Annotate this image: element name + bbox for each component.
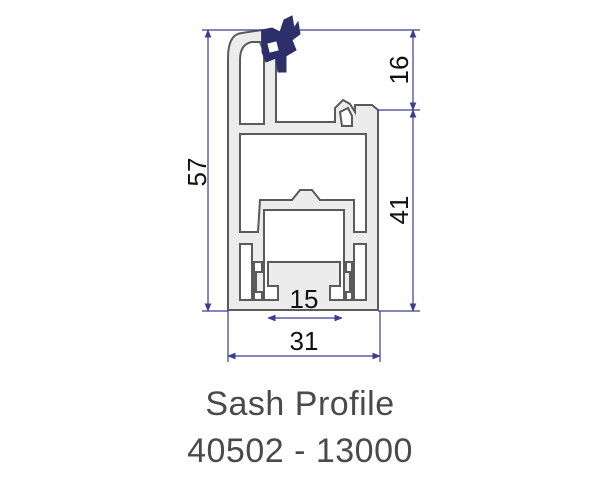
- gasket-body: [261, 15, 301, 73]
- gasket: [261, 15, 301, 73]
- dim-31-label: 31: [290, 326, 319, 356]
- gasket-inner: [267, 41, 279, 53]
- dim-57-label: 57: [182, 158, 212, 187]
- caption-code: 40502 - 13000: [187, 432, 413, 470]
- dim-41-label: 41: [384, 196, 414, 225]
- profile-left-hook: [253, 261, 263, 301]
- profile-right-hook: [345, 261, 353, 301]
- profile-left-chamber: [239, 243, 253, 301]
- caption-title: Sash Profile: [205, 385, 395, 423]
- profile-upper-chamber: [239, 41, 265, 125]
- profile-right-chamber: [353, 243, 367, 301]
- profile-section: [227, 28, 379, 311]
- sash-profile-drawing: 57 16 41 15 31: [182, 15, 420, 362]
- dimension-lines: [202, 29, 420, 362]
- dim-15-label: 15: [290, 284, 319, 314]
- profile-center-channel: [263, 209, 345, 301]
- dim-16-label: 16: [384, 56, 414, 85]
- profile-middle-chamber: [239, 133, 367, 233]
- profile-right-lip: [338, 106, 353, 127]
